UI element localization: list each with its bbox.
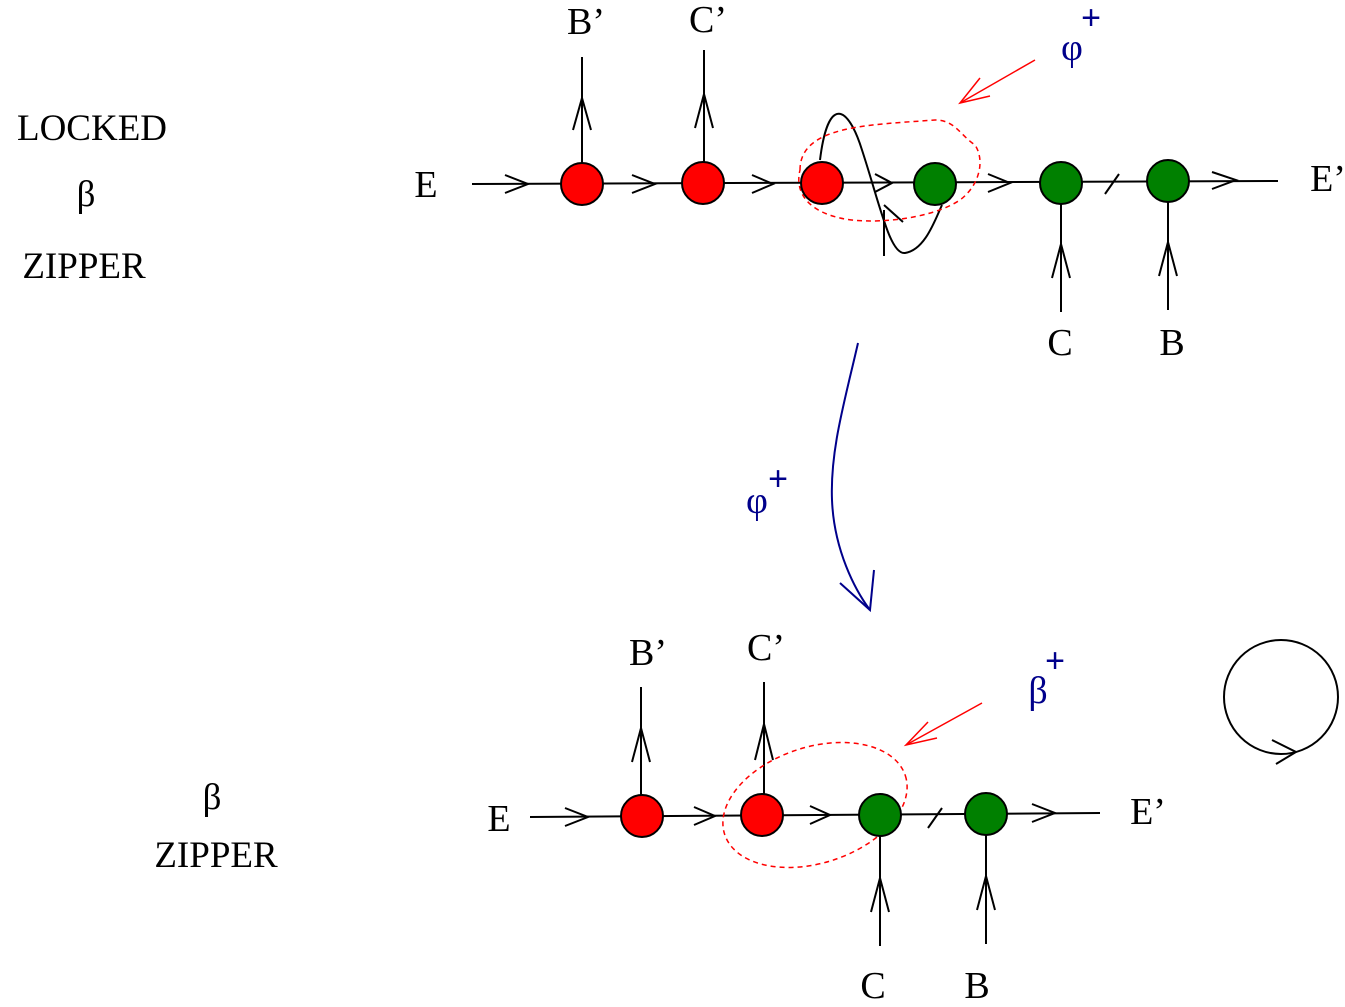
bottom-label-e: E	[487, 798, 510, 840]
top-main-line	[471, 171, 1279, 195]
top-wave-tick-arrow	[883, 204, 904, 223]
bottom-red-node-1	[620, 794, 664, 838]
bottom-pointer-beta: β	[1028, 670, 1047, 712]
top-leg-c-arrow	[1051, 240, 1071, 279]
top-green-node-2	[1039, 161, 1083, 205]
top-wave-curve	[819, 112, 943, 254]
bottom-main-line	[529, 803, 1101, 829]
top-red-node-2	[681, 161, 725, 205]
top-line-arrow-5	[987, 173, 1013, 193]
bottom-pointer-plus: +	[1045, 642, 1065, 680]
top-line-arrow-1	[504, 174, 531, 194]
bottom-leg-c-prime-arrow	[754, 723, 774, 761]
transition-arrowhead	[839, 569, 875, 613]
top-green-node-3	[1146, 159, 1190, 203]
bottom-green-node-1	[858, 793, 902, 837]
top-leg-c-prime-arrow	[694, 90, 714, 129]
bottom-green-node-2	[964, 792, 1008, 836]
top-label-b-prime: B’	[567, 1, 605, 43]
bottom-line-arrow-4	[1031, 803, 1058, 823]
top-pointer-arrow	[958, 59, 1036, 105]
top-side-label-zipper: ZIPPER	[22, 246, 146, 287]
closed-loop	[1223, 639, 1339, 755]
top-side-label-locked: LOCKED	[17, 108, 167, 149]
bottom-pointer-arrow	[903, 702, 983, 747]
top-red-node-3	[800, 161, 844, 205]
top-line-arrow-3	[751, 174, 776, 194]
bottom-label-b-prime: B’	[629, 632, 667, 674]
bottom-dashed-region	[722, 741, 908, 869]
transition-curve	[830, 342, 871, 611]
top-pointer-phi: φ	[1061, 27, 1083, 69]
top-line-arrow-2	[631, 174, 658, 194]
bottom-label-c: C	[860, 965, 885, 1002]
bottom-line-slash	[927, 807, 943, 829]
top-pointer-plus: +	[1081, 0, 1101, 37]
transition-phi: φ	[746, 480, 768, 522]
top-label-c-prime: C’	[689, 0, 727, 41]
bottom-leg-b-arrow	[976, 872, 996, 911]
top-label-b: B	[1159, 322, 1184, 364]
bottom-side-label-zipper: ZIPPER	[154, 835, 278, 876]
bottom-side-label-beta: β	[203, 777, 222, 818]
transition-plus: +	[768, 460, 788, 498]
top-panel: LOCKED β ZIPPER	[17, 0, 1345, 364]
top-red-node-1	[560, 162, 604, 206]
top-label-e-prime: E’	[1310, 158, 1345, 200]
top-line-arrow-6	[1211, 171, 1239, 190]
bottom-line-arrow-2	[693, 806, 718, 826]
top-leg-b-arrow	[1158, 238, 1178, 277]
top-leg-b-prime-arrow	[572, 94, 592, 131]
top-label-c: C	[1047, 322, 1072, 364]
bottom-line-arrow-3	[809, 805, 833, 825]
top-dashed-region	[798, 119, 981, 222]
bottom-line-arrow-1	[564, 807, 591, 827]
bottom-label-c-prime: C’	[747, 627, 785, 669]
bottom-label-b: B	[964, 965, 989, 1002]
bottom-panel: β ZIPPER E E’	[154, 627, 1339, 1007]
top-line-arrow-4	[874, 173, 895, 193]
top-label-e: E	[414, 164, 437, 206]
bottom-label-e-prime: E’	[1130, 791, 1166, 833]
top-line-slash	[1104, 173, 1120, 195]
transition: φ +	[746, 342, 875, 613]
closed-loop-arrow	[1271, 739, 1299, 765]
bottom-leg-b-prime-arrow	[631, 724, 651, 763]
bottom-leg-c-arrow	[870, 874, 890, 913]
bottom-red-node-2	[740, 793, 784, 837]
top-side-label-beta: β	[77, 174, 96, 215]
top-green-node-1	[913, 162, 957, 206]
